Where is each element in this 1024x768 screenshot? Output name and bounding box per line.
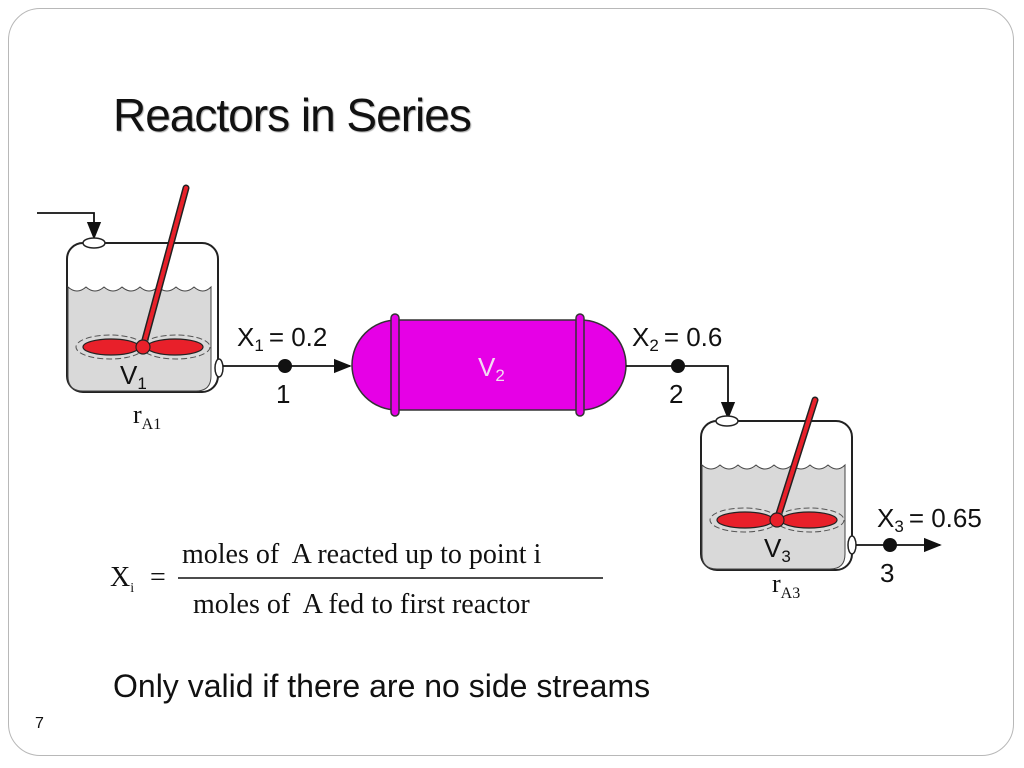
cstr-3 — [700, 396, 857, 571]
validity-note: Only valid if there are no side streams — [113, 668, 651, 704]
page-number: 7 — [35, 715, 44, 732]
point-2-dot — [671, 359, 685, 373]
ra3-label: rA3 — [772, 569, 800, 602]
formula-denominator: moles of A fed to first reactor — [193, 589, 530, 620]
point-1-dot — [278, 359, 292, 373]
formula-numerator: moles of A reacted up to point i — [182, 539, 541, 570]
v3-label: V3 — [764, 533, 791, 566]
v1-label: V1 — [120, 360, 147, 393]
formula-lhs: Xi — [110, 562, 134, 596]
point-3-number: 3 — [880, 558, 894, 588]
x3-label: X3= 0.65 — [877, 503, 982, 536]
x1-label: X1= 0.2 — [237, 322, 327, 355]
x2-label: X2= 0.6 — [632, 322, 722, 355]
point-1-number: 1 — [276, 379, 290, 409]
formula-equals: = — [150, 562, 166, 593]
stream-2 — [626, 365, 736, 420]
slide-title: Reactors in Series — [113, 89, 472, 141]
cstr-1 — [66, 184, 224, 393]
v2-label: V2 — [478, 352, 505, 385]
point-3-dot — [883, 538, 897, 552]
pfr-2 — [351, 313, 627, 417]
ra1-label: rA1 — [133, 400, 161, 433]
feed-line — [37, 212, 102, 240]
conversion-formula: Xi = moles of A reacted up to point i mo… — [110, 539, 603, 620]
slide-frame — [8, 8, 1014, 756]
point-2-number: 2 — [669, 379, 683, 409]
